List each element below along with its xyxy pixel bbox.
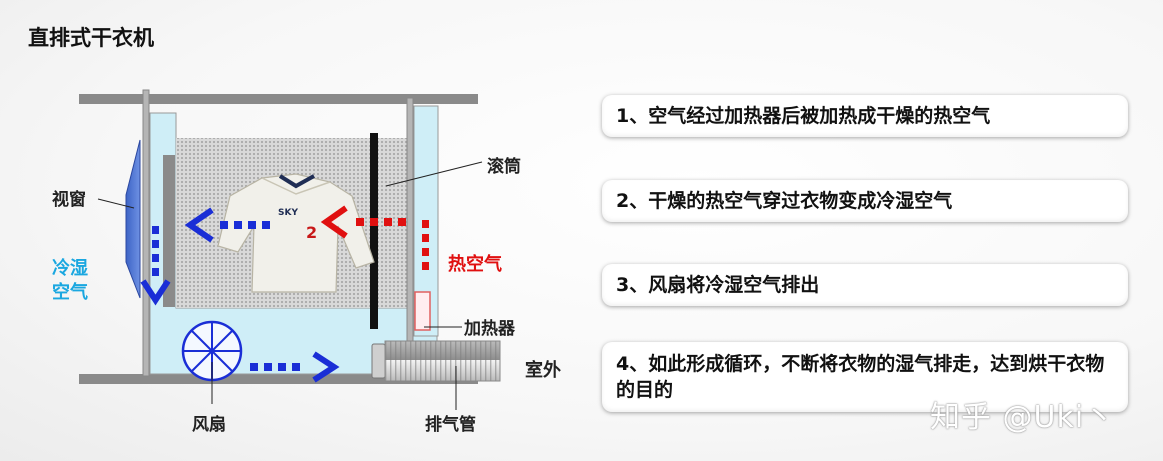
outdoor-label: 室外 bbox=[525, 359, 561, 381]
shirt: SKY 2 bbox=[217, 173, 375, 293]
page-title: 直排式干衣机 bbox=[28, 26, 154, 50]
window-label: 视窗 bbox=[52, 189, 86, 210]
step-1-text: 1、空气经过加热器后被加热成干燥的热空气 bbox=[616, 105, 991, 127]
cold-air-label-line1: 冷湿 bbox=[52, 257, 88, 279]
left-post bbox=[142, 89, 150, 377]
svg-text:2: 2 bbox=[306, 223, 317, 242]
step-1-box: 1、空气经过加热器后被加热成干燥的热空气 bbox=[602, 95, 1128, 137]
step-3-box: 3、风扇将冷湿空气排出 bbox=[602, 264, 1128, 306]
watermark: 知乎 @Uki丶 bbox=[930, 400, 1116, 435]
heater bbox=[414, 291, 431, 331]
drum-label: 滚筒 bbox=[487, 156, 521, 177]
cold-air-arrow-right bbox=[250, 351, 340, 383]
exhaust-pipe bbox=[371, 340, 501, 382]
step-4-text: 4、如此形成循环，不断将衣物的湿气排走，达到烘干衣物的目的 bbox=[616, 353, 1105, 401]
step-2-text: 2、干燥的热空气穿过衣物变成冷湿空气 bbox=[616, 190, 953, 212]
exhaust-pipe-label: 排气管 bbox=[425, 414, 476, 435]
step-3-text: 3、风扇将冷湿空气排出 bbox=[616, 274, 820, 296]
cold-air-arrow-down bbox=[140, 226, 171, 306]
right-post bbox=[406, 97, 414, 377]
drum-partition bbox=[370, 133, 378, 329]
hot-air-arrow-up bbox=[422, 220, 429, 270]
bottom-wall bbox=[79, 374, 478, 384]
step-4-box: 4、如此形成循环，不断将衣物的湿气排走，达到烘干衣物的目的 bbox=[602, 342, 1128, 412]
step-2-box: 2、干燥的热空气穿过衣物变成冷湿空气 bbox=[602, 180, 1128, 222]
cold-air-label-line2: 空气 bbox=[52, 281, 88, 303]
window-frame bbox=[163, 155, 175, 307]
fan-icon bbox=[181, 320, 243, 382]
top-wall bbox=[79, 94, 478, 104]
fan-label: 风扇 bbox=[192, 414, 226, 435]
heater-label: 加热器 bbox=[463, 318, 516, 339]
drum-leader bbox=[385, 161, 483, 187]
window-leader bbox=[97, 198, 135, 209]
hot-air-label: 热空气 bbox=[448, 253, 502, 275]
cold-air-arrow-left bbox=[184, 207, 270, 243]
shirt-print: SKY bbox=[278, 208, 298, 218]
dryer-diagram: SKY 2 bbox=[52, 89, 561, 435]
hot-air-arrow-left bbox=[320, 205, 406, 239]
window bbox=[125, 139, 141, 299]
